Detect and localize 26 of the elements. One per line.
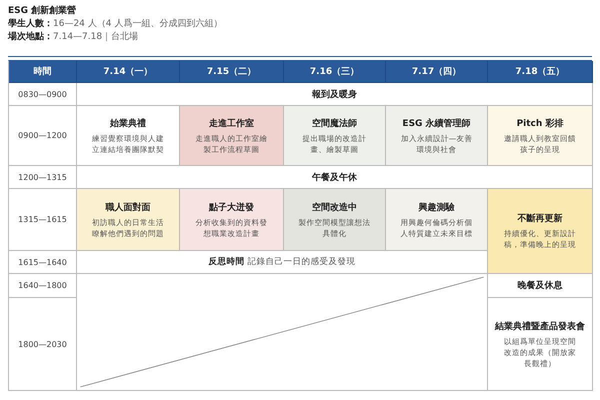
session-name: 晚餐及休息 [518,280,562,292]
time-slot: 1315—1615 [18,215,67,224]
column-header: 時間 [34,65,52,78]
session-name: 午餐及午休 [312,172,357,184]
time-slot: 1640—1800 [18,281,67,290]
activity-title: 空間魔法師 [312,117,357,130]
activity-title: 走進工作室 [209,117,254,130]
activity-title: 結業典禮暨產品發表會 [495,320,585,332]
info-line: 學生人數：16—24 人（4 人爲一組、分成四到六組） [8,18,222,31]
activity-title: 空間改造中 [312,201,357,214]
session-name: 報到及暖身 [312,88,357,100]
activity-title: 點子大迸發 [209,201,254,214]
activity-title: 職人面對面 [106,201,150,214]
time-slot: 1615—1640 [18,258,67,266]
info-line: 場次地點：7.14—7.18｜台北場 [8,31,140,44]
activity-title: 興趣測驗 [418,202,454,214]
title: ESG 創新創業營 [8,5,78,18]
time-slot: 1200—1315 [18,172,67,182]
activity-title: 始業典禮 [110,117,146,130]
note-text: 反思時間 記錄自己一日的感受及發現 [208,256,356,268]
time-slot: 0830—0900 [18,90,67,98]
time-slot: 0900—1200 [18,131,67,140]
activity-title: 不斷再更新 [518,212,562,225]
time-slot: 1800—2030 [18,340,67,348]
activity-title: ESG 永續管理師 [402,117,471,130]
activity-title: Pitch 彩排 [516,118,564,130]
